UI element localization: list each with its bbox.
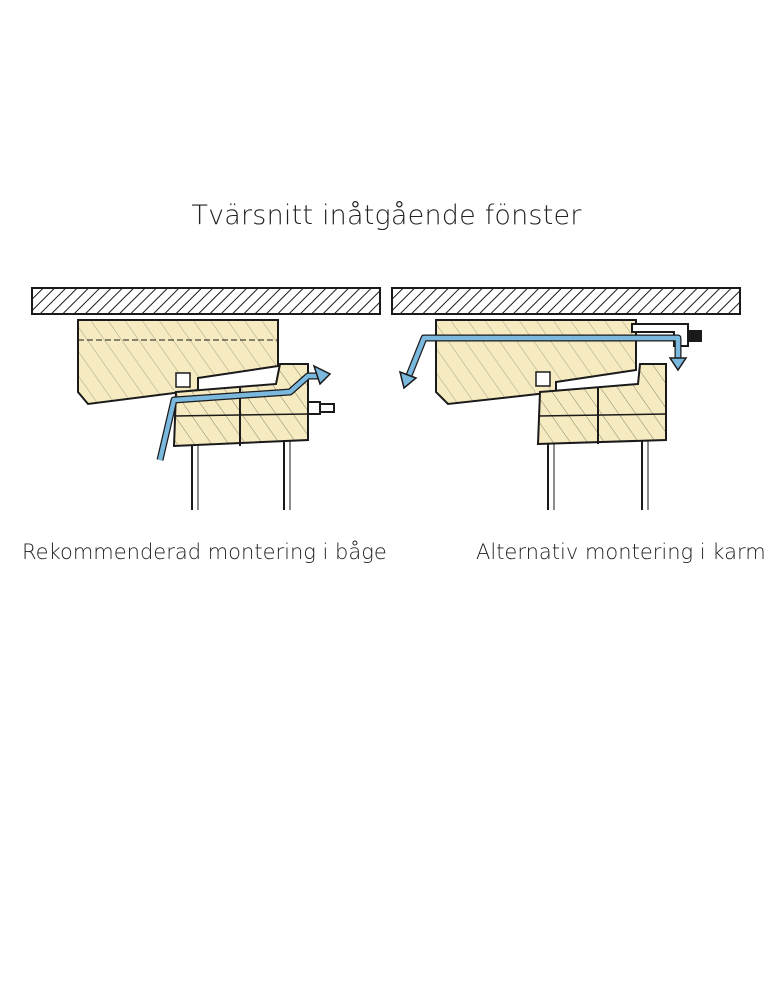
frame-groove: [535, 371, 551, 387]
cross-section-frame-mount: [391, 287, 741, 510]
caption-frame-mount: Alternativ montering i karm: [476, 540, 766, 564]
vent-fitting: [307, 401, 321, 415]
air-flow-arrowhead: [312, 364, 332, 386]
caption-sash-mount: Rekommenderad montering i båge: [22, 540, 387, 564]
frame-groove: [175, 372, 191, 388]
frame-grain: [78, 320, 278, 404]
wall-hatch: [391, 287, 741, 315]
diagram-title: Tvärsnitt inåtgående fönster: [191, 200, 582, 231]
wall-hatch: [31, 287, 381, 315]
air-flow-arrowhead: [398, 370, 418, 390]
cross-section-sash-mount: [31, 287, 381, 510]
